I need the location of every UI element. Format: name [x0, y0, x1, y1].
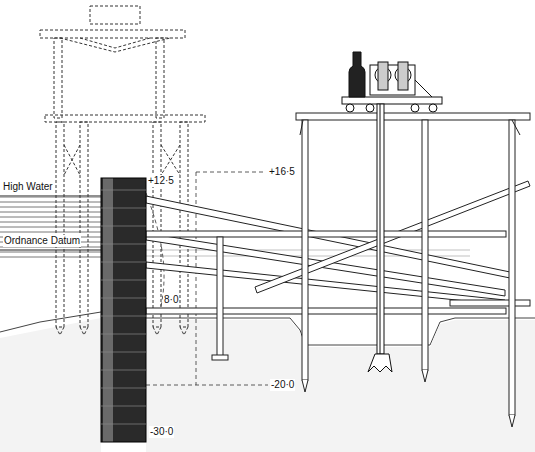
ring-line [101, 424, 146, 425]
ring-line [101, 226, 146, 227]
ring-line [101, 334, 146, 335]
ring-line [101, 190, 146, 191]
ring-line [101, 316, 146, 317]
ring-line [101, 244, 146, 245]
ring-line [101, 352, 146, 353]
datum-label: Ordnance Datum [3, 235, 81, 247]
ground [0, 312, 535, 452]
steam-crane [342, 52, 442, 372]
staging [296, 113, 530, 427]
level-dimension: -20·0 [270, 379, 295, 391]
ring-line [101, 208, 146, 209]
level-dimension: +12·5 [147, 175, 175, 187]
timber-struts [146, 181, 530, 360]
water-level-label: High Water [2, 181, 54, 193]
level-dimension: -30·0 [149, 426, 174, 438]
cylinder-rings [101, 190, 146, 424]
ring-line [101, 280, 146, 281]
level-dimension: 8·0 [163, 294, 179, 306]
level-dimension: +16·5 [268, 166, 296, 178]
ring-line [101, 298, 146, 299]
ring-line [101, 388, 146, 389]
caisson-cylinder [101, 178, 146, 442]
ring-line [101, 370, 146, 371]
ring-line [101, 262, 146, 263]
ring-line [101, 406, 146, 407]
